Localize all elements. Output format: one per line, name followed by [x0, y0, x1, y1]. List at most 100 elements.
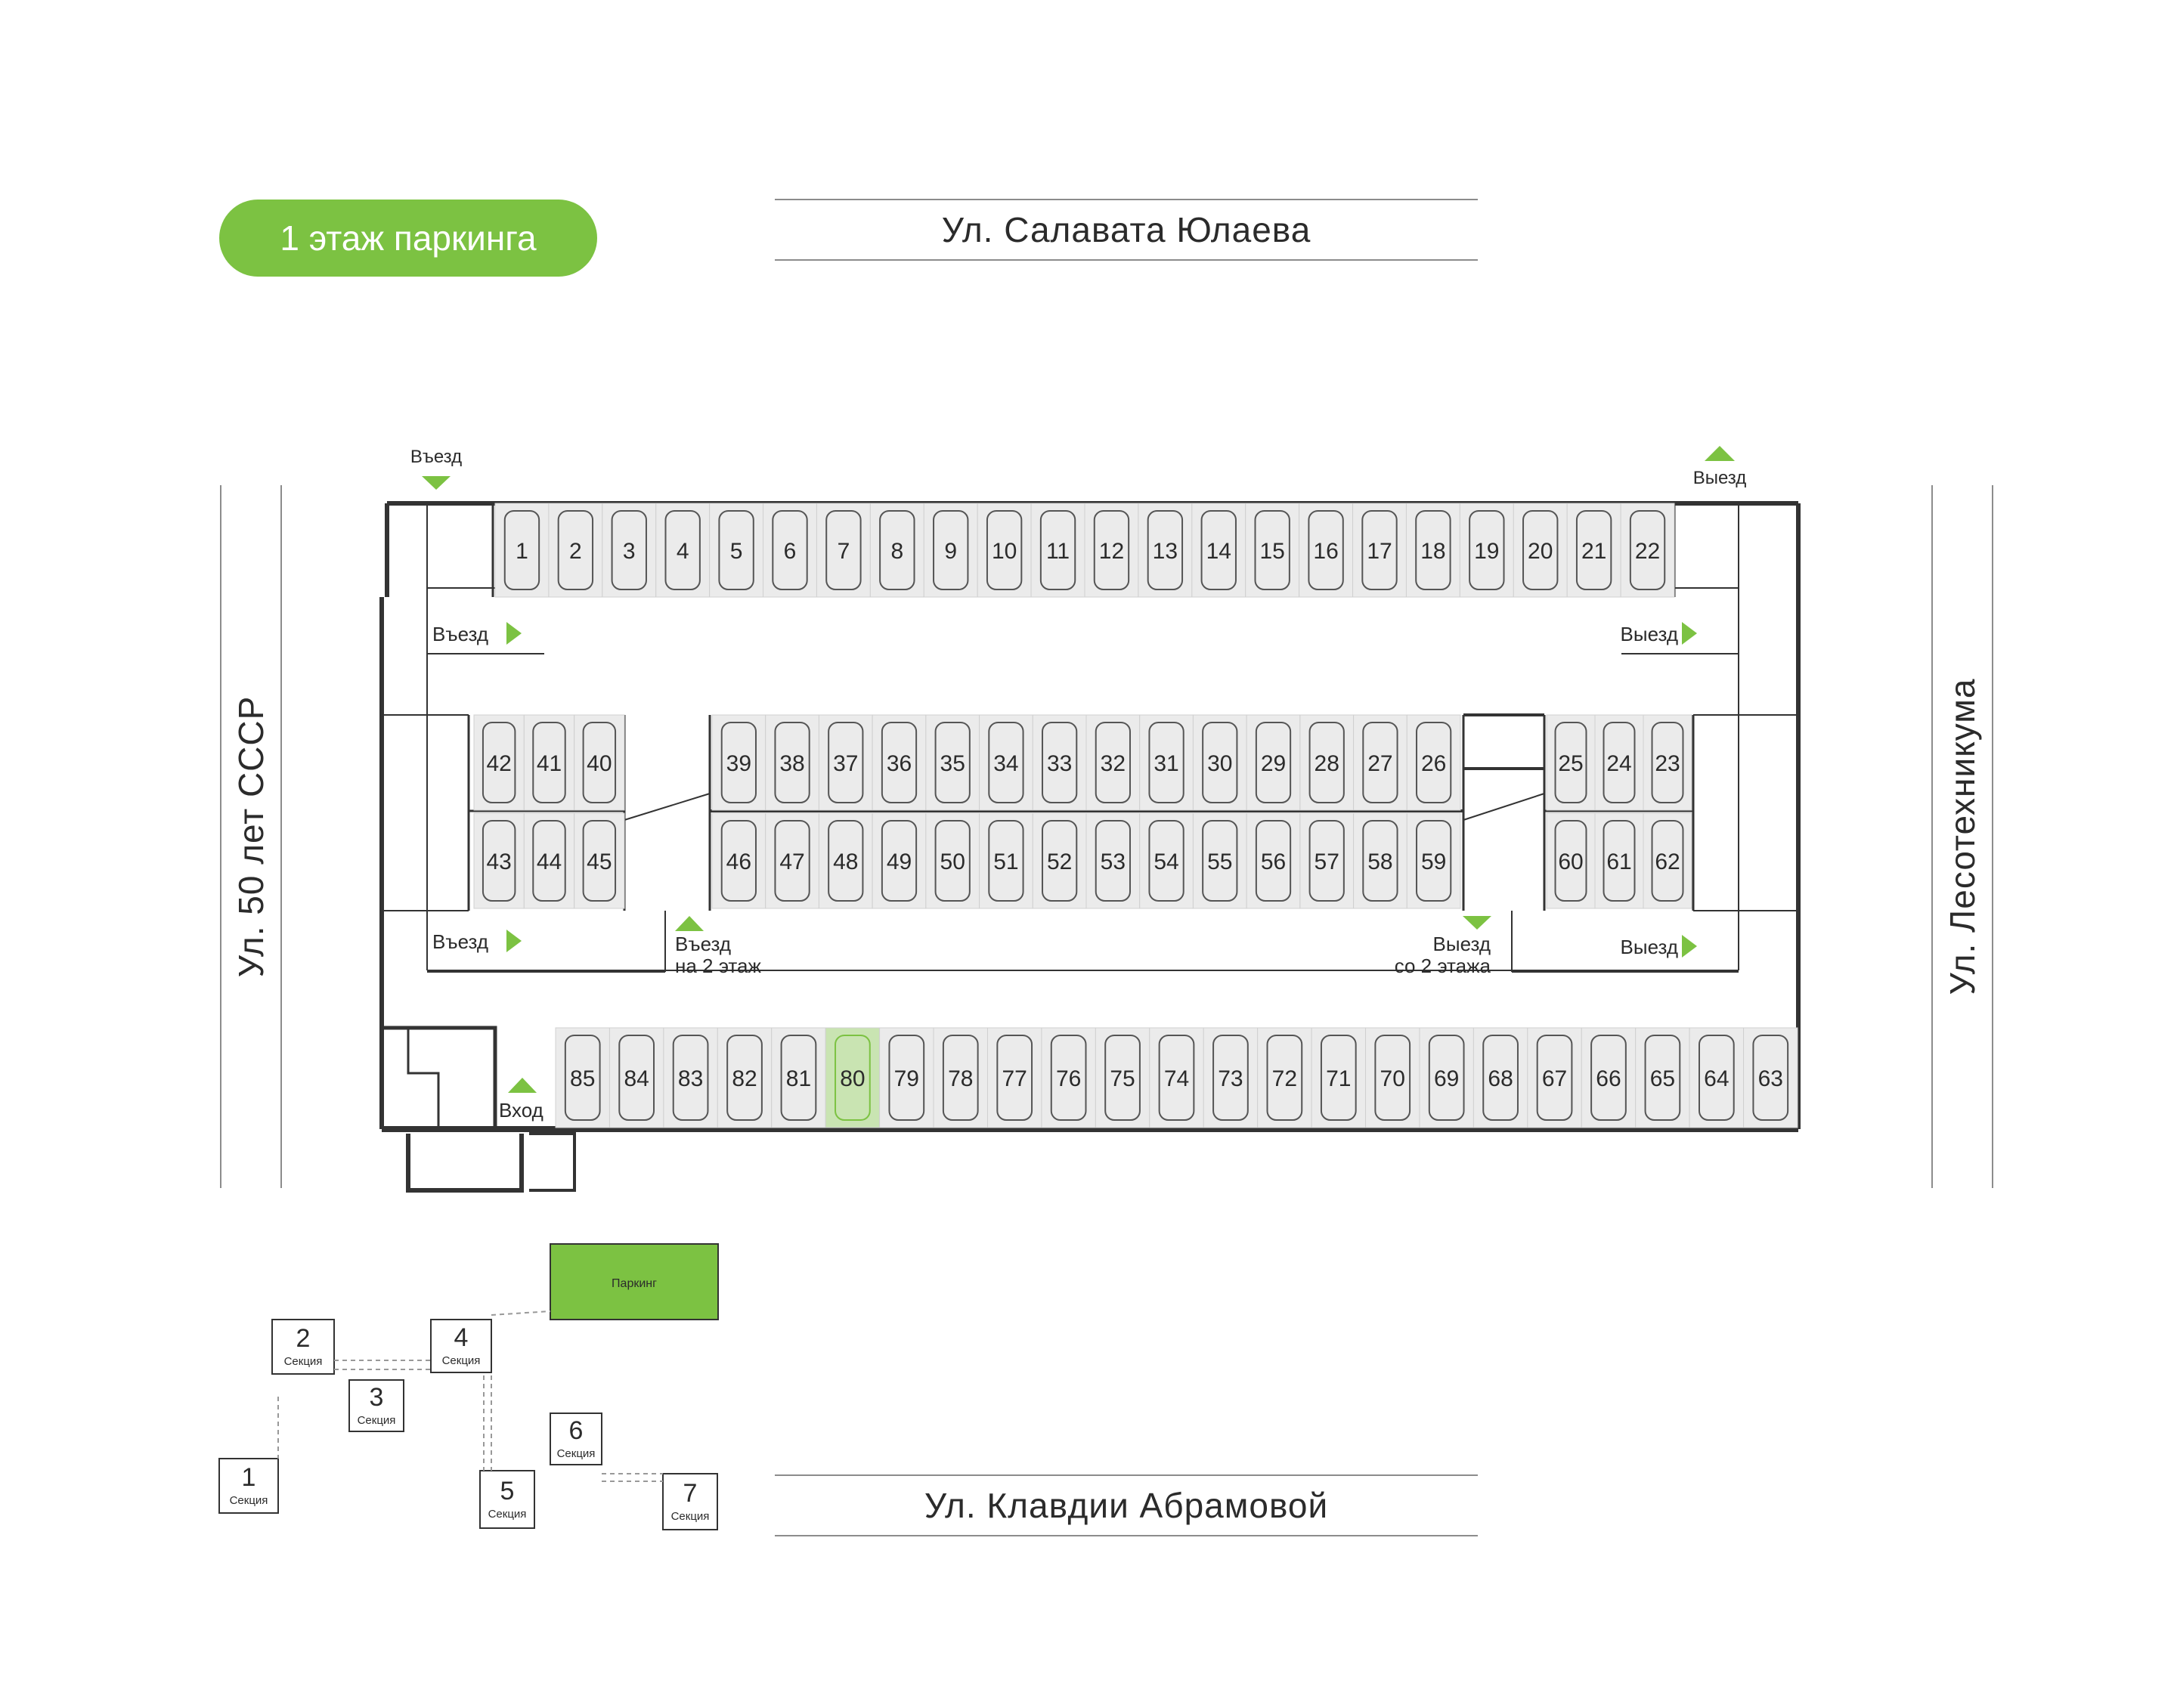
parking-space-80[interactable]: 80 [825, 1027, 881, 1128]
parking-space-36[interactable]: 36 [872, 714, 927, 811]
parking-space-16[interactable]: 16 [1299, 503, 1354, 598]
parking-space-54[interactable]: 54 [1139, 812, 1194, 909]
parking-space-70[interactable]: 70 [1365, 1027, 1420, 1128]
parking-space-34[interactable]: 34 [979, 714, 1033, 811]
parking-space-31[interactable]: 31 [1139, 714, 1194, 811]
parking-space-44[interactable]: 44 [523, 812, 575, 909]
parking-space-20[interactable]: 20 [1513, 503, 1568, 598]
parking-space-26[interactable]: 26 [1406, 714, 1461, 811]
parking-space-58[interactable]: 58 [1353, 812, 1407, 909]
parking-space-75[interactable]: 75 [1095, 1027, 1150, 1128]
parking-space-46[interactable]: 46 [711, 812, 766, 909]
site-parking-block[interactable] [550, 1243, 719, 1320]
parking-space-39[interactable]: 39 [711, 714, 766, 811]
parking-space-69[interactable]: 69 [1419, 1027, 1474, 1128]
parking-space-24[interactable]: 24 [1594, 714, 1644, 811]
parking-space-1[interactable]: 1 [494, 503, 550, 598]
parking-space-23[interactable]: 23 [1643, 714, 1692, 811]
parking-space-15[interactable]: 15 [1245, 503, 1300, 598]
parking-space-43[interactable]: 43 [473, 812, 525, 909]
parking-space-4[interactable]: 4 [655, 503, 711, 598]
parking-space-6[interactable]: 6 [763, 503, 817, 598]
parking-space-79[interactable]: 79 [879, 1027, 934, 1128]
parking-space-21[interactable]: 21 [1566, 503, 1621, 598]
parking-space-48[interactable]: 48 [818, 812, 873, 909]
parking-space-27[interactable]: 27 [1353, 714, 1407, 811]
parking-space-14[interactable]: 14 [1191, 503, 1246, 598]
parking-space-17[interactable]: 17 [1352, 503, 1407, 598]
parking-space-76[interactable]: 76 [1041, 1027, 1096, 1128]
parking-space-84[interactable]: 84 [609, 1027, 664, 1128]
parking-space-41[interactable]: 41 [523, 714, 575, 811]
parking-space-49[interactable]: 49 [872, 812, 927, 909]
space-number: 39 [726, 751, 751, 776]
parking-space-59[interactable]: 59 [1406, 812, 1461, 909]
parking-space-10[interactable]: 10 [977, 503, 1032, 598]
parking-space-83[interactable]: 83 [663, 1027, 718, 1128]
parking-space-29[interactable]: 29 [1246, 714, 1301, 811]
parking-space-25[interactable]: 25 [1546, 714, 1596, 811]
parking-space-85[interactable]: 85 [555, 1027, 610, 1128]
parking-space-51[interactable]: 51 [979, 812, 1033, 909]
parking-space-60[interactable]: 60 [1546, 812, 1596, 909]
parking-space-71[interactable]: 71 [1311, 1027, 1367, 1128]
parking-space-35[interactable]: 35 [925, 714, 980, 811]
parking-space-12[interactable]: 12 [1084, 503, 1139, 598]
parking-space-52[interactable]: 52 [1032, 812, 1087, 909]
parking-space-9[interactable]: 9 [923, 503, 978, 598]
space-number: 62 [1655, 849, 1680, 874]
parking-space-74[interactable]: 74 [1149, 1027, 1204, 1128]
parking-space-2[interactable]: 2 [548, 503, 603, 598]
parking-space-5[interactable]: 5 [709, 503, 764, 598]
parking-space-19[interactable]: 19 [1459, 503, 1514, 598]
parking-space-37[interactable]: 37 [818, 714, 873, 811]
parking-space-11[interactable]: 11 [1030, 503, 1085, 598]
parking-space-66[interactable]: 66 [1581, 1027, 1637, 1128]
parking-space-64[interactable]: 64 [1689, 1027, 1745, 1128]
space-number: 77 [1002, 1066, 1027, 1091]
parking-space-82[interactable]: 82 [717, 1027, 773, 1128]
parking-space-67[interactable]: 67 [1527, 1027, 1582, 1128]
parking-space-18[interactable]: 18 [1405, 503, 1460, 598]
floor-badge[interactable]: 1 этаж паркинга [219, 200, 597, 277]
parking-space-38[interactable]: 38 [765, 714, 819, 811]
parking-space-53[interactable]: 53 [1085, 812, 1141, 909]
space-number: 47 [779, 849, 804, 874]
parking-space-56[interactable]: 56 [1246, 812, 1301, 909]
parking-space-28[interactable]: 28 [1299, 714, 1355, 811]
parking-space-33[interactable]: 33 [1032, 714, 1087, 811]
parking-space-7[interactable]: 7 [816, 503, 871, 598]
parking-space-32[interactable]: 32 [1085, 714, 1141, 811]
parking-space-78[interactable]: 78 [933, 1027, 988, 1128]
parking-space-22[interactable]: 22 [1620, 503, 1675, 598]
section-number: 1 [242, 1463, 256, 1492]
parking-space-8[interactable]: 8 [869, 503, 924, 598]
parking-space-63[interactable]: 63 [1743, 1027, 1798, 1128]
space-number: 35 [940, 751, 965, 776]
parking-space-47[interactable]: 47 [765, 812, 819, 909]
parking-space-30[interactable]: 30 [1192, 714, 1247, 811]
parking-space-3[interactable]: 3 [602, 503, 657, 598]
parking-space-42[interactable]: 42 [473, 714, 525, 811]
parking-space-65[interactable]: 65 [1635, 1027, 1690, 1128]
parking-space-55[interactable]: 55 [1192, 812, 1247, 909]
parking-space-77[interactable]: 77 [986, 1027, 1042, 1128]
parking-space-62[interactable]: 62 [1643, 812, 1692, 909]
parking-space-40[interactable]: 40 [574, 714, 625, 811]
parking-space-50[interactable]: 50 [925, 812, 980, 909]
parking-space-57[interactable]: 57 [1299, 812, 1355, 909]
parking-space-72[interactable]: 72 [1257, 1027, 1312, 1128]
parking-space-61[interactable]: 61 [1594, 812, 1644, 909]
parking-space-45[interactable]: 45 [574, 812, 625, 909]
parking-space-73[interactable]: 73 [1203, 1027, 1259, 1128]
parking-space-81[interactable]: 81 [771, 1027, 826, 1128]
parking-space-13[interactable]: 13 [1138, 503, 1193, 598]
parking-space-68[interactable]: 68 [1472, 1027, 1528, 1128]
